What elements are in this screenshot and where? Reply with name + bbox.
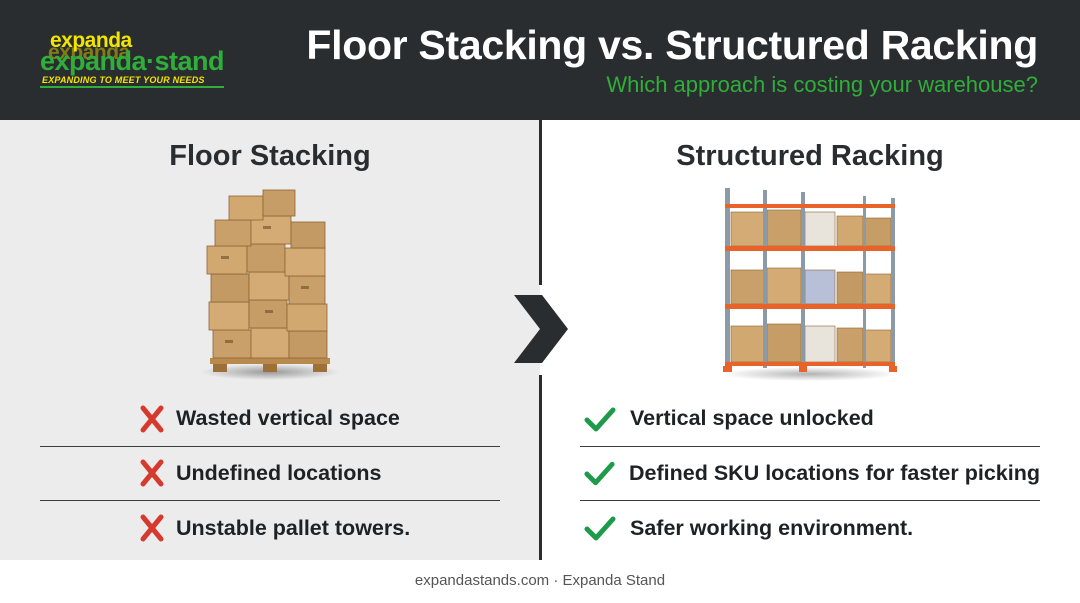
footer-credit[interactable]: expandastands.com · Expanda Stand — [414, 572, 666, 589]
x-mark-icon — [140, 405, 164, 433]
expanda-stand-logo[interactable]: expanda expanda expanda·stand EXPANDING … — [40, 30, 230, 90]
list-item-text: Defined SKU locations for faster picking — [629, 460, 1040, 485]
list-item-text: Safer working environment. — [630, 515, 914, 540]
page-subtitle: Which approach is costing your warehouse… — [606, 72, 1038, 97]
floor-stacking-title: Floor Stacking — [169, 140, 371, 172]
floor-stacked-boxes-illustration — [200, 189, 340, 380]
x-mark-icon — [140, 459, 164, 487]
x-mark-icon — [140, 514, 164, 542]
list-item: Safer working environment. — [580, 501, 1040, 556]
structured-racking-title: Structured Racking — [676, 140, 944, 172]
check-mark-icon — [584, 516, 616, 541]
page-title: Floor Stacking vs. Structured Racking — [306, 22, 1038, 68]
pallet-racking-illustration — [722, 188, 898, 381]
logo-tagline: EXPANDING TO MEET YOUR NEEDS — [42, 75, 205, 85]
structured-racking-pros-list: Vertical space unlocked Defined SKU loca… — [580, 392, 1040, 556]
check-mark-icon — [584, 462, 615, 486]
logo-underline — [40, 86, 224, 88]
logo-main-word: expanda·stand — [40, 46, 225, 76]
logo-top-word: expanda — [50, 29, 132, 52]
list-item: Undefined locations — [40, 447, 500, 501]
list-item-text: Unstable pallet towers. — [176, 515, 411, 540]
list-item: Defined SKU locations for faster picking — [580, 447, 1040, 501]
floor-stacking-cons-list: Wasted vertical space Undefined location… — [40, 392, 500, 556]
list-item-text: Wasted vertical space — [176, 406, 400, 431]
center-divider-bottom — [539, 375, 542, 560]
chevron-right-icon — [514, 295, 568, 363]
list-item: Vertical space unlocked — [580, 392, 1040, 447]
header-bar: expanda expanda expanda·stand EXPANDING … — [0, 0, 1080, 120]
check-mark-icon — [584, 407, 616, 432]
logo-ghost-word: expanda — [48, 41, 130, 64]
center-divider-top — [539, 120, 542, 285]
list-item-text: Undefined locations — [176, 460, 382, 485]
list-item: Unstable pallet towers. — [40, 501, 500, 556]
list-item: Wasted vertical space — [40, 392, 500, 447]
list-item-text: Vertical space unlocked — [630, 406, 874, 431]
